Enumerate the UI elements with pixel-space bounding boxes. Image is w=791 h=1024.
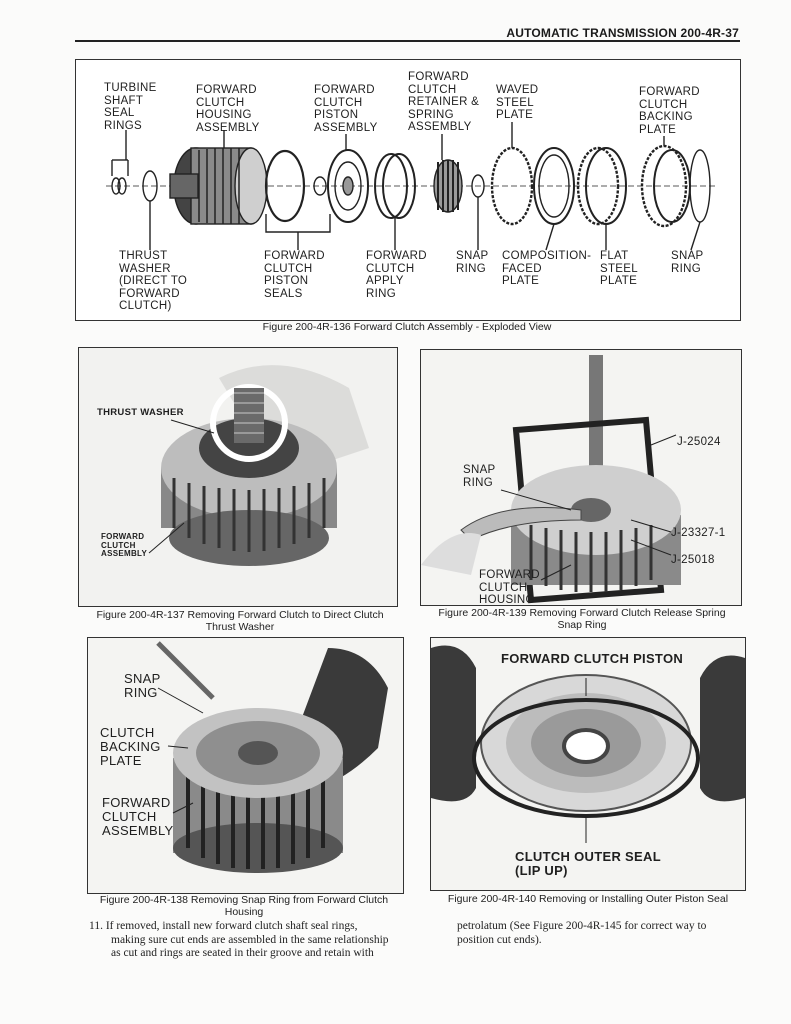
figure-140-caption: Figure 200-4R-140 Removing or Installing…: [447, 893, 729, 905]
body-text-left: 11. If removed, install new forward clut…: [89, 920, 389, 959]
figure-140-box: FORWARD CLUTCH PISTON CLUTCH OUTER SEAL(…: [430, 637, 746, 891]
label-clutch-outer-seal: CLUTCH OUTER SEAL(LIP UP): [515, 849, 661, 878]
photo-outer-piston-seal: [431, 638, 745, 890]
figure-136-caption: Figure 200-4R-136 Forward Clutch Assembl…: [262, 321, 552, 333]
label-tool-j23327-1: J-23327-1: [671, 527, 726, 539]
figure-137-caption: Figure 200-4R-137 Removing Forward Clutc…: [96, 609, 384, 633]
label-tool-j25018: J-25018: [671, 554, 715, 566]
photo-forward-clutch-thrust-washer: [79, 348, 397, 606]
label-tool-j25024: J-25024: [677, 436, 721, 448]
exploded-view-drawing: [106, 122, 716, 251]
body-text-right: petrolatum (See Figure 200-4R-145 for co…: [457, 920, 707, 946]
label-thrust-washer-137: THRUST WASHER: [97, 407, 184, 418]
photo-removing-snap-ring-housing: [88, 638, 403, 893]
figure-139-caption: Figure 200-4R-139 Removing Forward Clutc…: [438, 607, 726, 631]
page-header: AUTOMATIC TRANSMISSION 200-4R-37: [506, 26, 739, 40]
label-forward-clutch-piston-140: FORWARD CLUTCH PISTON: [501, 651, 684, 666]
figure-138-caption: Figure 200-4R-138 Removing Snap Ring fro…: [99, 894, 389, 918]
header-rule: [75, 40, 740, 42]
photo-removing-snap-ring-tool: [421, 350, 741, 605]
